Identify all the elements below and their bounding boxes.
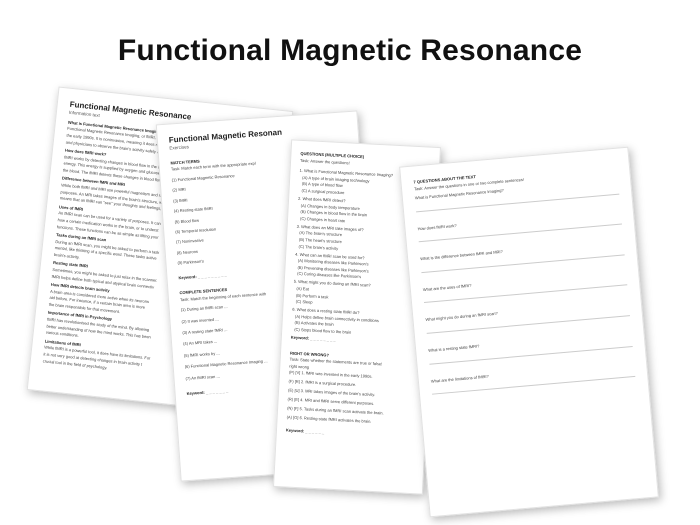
mc-keyword-blanks: _ _ _ _ _ _ _ _ bbox=[310, 335, 336, 342]
page-title: Functional Magnetic Resonance bbox=[117, 34, 583, 67]
match-term: (7) Noninvasive bbox=[175, 237, 204, 245]
rw-keyword-label: Keyword: bbox=[285, 427, 305, 434]
match-term: (8) Neurons bbox=[176, 248, 198, 256]
mc-keyword-label: Keyword: bbox=[290, 334, 310, 341]
rw-keyword-blanks: _ _ _ _ _ _ bbox=[305, 428, 325, 435]
worksheet-seven-questions: 7 QUESTIONS ABOUT THE TEXT Task: Answer … bbox=[399, 146, 659, 518]
seven-questions-list: What is Functional Magnetic Resonance Im… bbox=[414, 175, 636, 395]
match-term: (4) Resting state fMRI bbox=[173, 205, 213, 214]
match-term: (2) MRI bbox=[172, 186, 186, 193]
match-term: (6) Temporal resolution bbox=[175, 226, 217, 235]
match-term: (9) Parkinson's bbox=[177, 258, 205, 266]
match-term: (5) Blood flow bbox=[174, 217, 200, 224]
rw-statement-list: (P) [V] 1. fMRI was invented in the earl… bbox=[287, 370, 419, 427]
keyword-label: Keyword: bbox=[178, 273, 197, 280]
match-term: (3) fMRI bbox=[172, 197, 188, 204]
keyword2-blanks: _ _ _ _ _ _ _ bbox=[205, 388, 229, 395]
keyword2-label: Keyword: bbox=[186, 389, 205, 396]
